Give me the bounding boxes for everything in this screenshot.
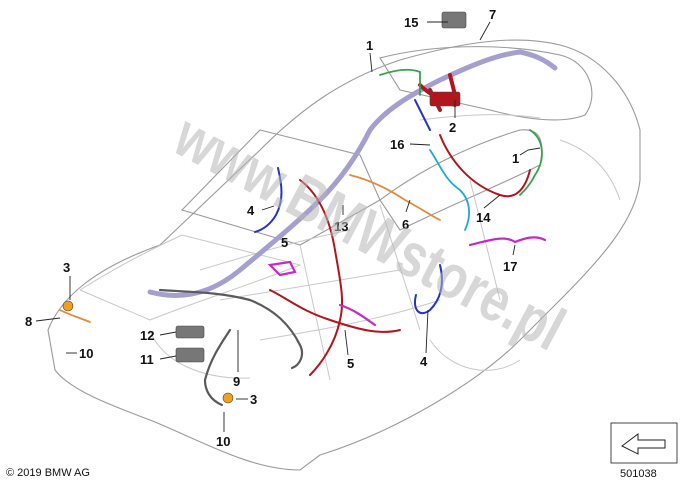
connector-11 (175, 347, 205, 363)
leader-lines (35, 21, 541, 432)
callout-13: 13 (334, 219, 348, 234)
callout-5-upper: 5 (281, 235, 288, 250)
callout-12: 12 (140, 328, 154, 343)
callout-5-lower: 5 (347, 356, 354, 371)
callout-4-rear: 4 (420, 354, 428, 369)
harness-cyan (429, 149, 471, 231)
connector-12 (175, 325, 205, 339)
callout-10-front: 10 (79, 346, 93, 361)
callout-3-front: 3 (63, 260, 70, 275)
harness-orange (59, 174, 441, 323)
connector-2-roof (429, 91, 461, 107)
callout-14: 14 (476, 210, 491, 225)
callout-labels: 1 1 2 3 3 4 4 5 5 6 7 8 9 10 10 11 12 13… (25, 7, 519, 449)
car-body-outline (47, 39, 641, 471)
callout-7: 7 (489, 7, 496, 22)
copyright-text: © 2019 BMW AG (6, 467, 90, 479)
callout-9: 9 (233, 374, 240, 389)
callout-4-front: 4 (247, 203, 255, 218)
connector-3-rear (222, 392, 234, 404)
connector-15-bracket (441, 11, 467, 29)
harness-main-trunk (147, 49, 558, 299)
reference-box: 501038 (610, 422, 678, 480)
callout-2: 2 (449, 120, 456, 135)
harness-green (379, 68, 543, 196)
callout-3-rear: 3 (250, 392, 257, 407)
harness-blue (254, 99, 443, 315)
callout-10-rear: 10 (216, 434, 230, 449)
callout-15: 15 (404, 15, 418, 30)
callout-16: 16 (390, 137, 404, 152)
callout-1-right: 1 (512, 151, 519, 166)
view-direction-arrow-icon (621, 433, 666, 455)
callout-11: 11 (140, 352, 154, 367)
callout-17: 17 (503, 259, 517, 274)
diagram-number: 501038 (620, 468, 657, 480)
harness-gray (158, 288, 304, 407)
callout-8: 8 (25, 314, 32, 329)
watermark: www.BMWstore.pl (163, 101, 576, 364)
harness-magenta (267, 236, 547, 327)
connector-3-front (62, 300, 74, 312)
callout-1-left: 1 (366, 38, 373, 53)
callout-6: 6 (402, 217, 409, 232)
